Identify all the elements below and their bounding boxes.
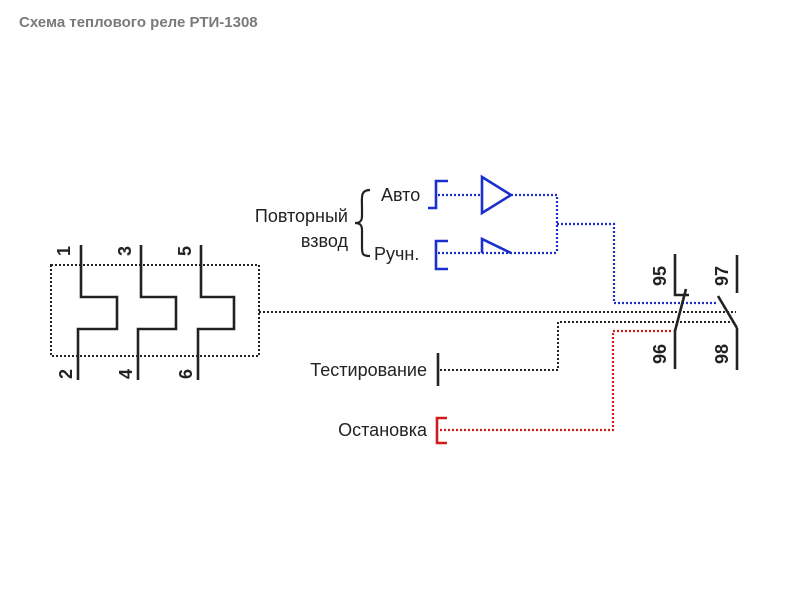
heater-path-3-4: [136, 245, 178, 380]
reset-manual-button[interactable]: [434, 239, 448, 271]
aux-contact-no: [716, 255, 739, 370]
diagram-title: Схема теплового реле РТИ-1308: [19, 14, 258, 31]
terminal-label-3: 3: [115, 246, 135, 256]
contact-label-97: 97: [712, 266, 732, 286]
terminal-label-6: 6: [176, 369, 196, 379]
auto-reset-triangle-icon: [480, 174, 514, 216]
stop-actuator-icon: [435, 416, 447, 445]
stop-link-line: [440, 329, 672, 432]
reset-label-line1: Повторный: [255, 206, 348, 226]
reset-brace-icon: [354, 188, 371, 258]
heater-path-1-2: [76, 245, 119, 380]
terminal-label-5: 5: [175, 246, 195, 256]
reset-link-line: [557, 222, 718, 305]
manual-reset-triangle-icon: [480, 236, 512, 255]
test-label: Тестирование: [310, 360, 427, 380]
manual-actuator-icon: [434, 239, 448, 271]
aux-contact-nc: [673, 254, 689, 369]
auto-output-line: [511, 193, 559, 253]
stop-button[interactable]: [435, 416, 447, 445]
contact-no-blade: [716, 295, 739, 329]
thermal-element-enclosure: [50, 264, 260, 357]
stop-label: Остановка: [338, 420, 428, 440]
contact-nc-blade: [673, 288, 688, 332]
test-link-line: [440, 321, 736, 371]
contact-label-96: 96: [650, 344, 670, 364]
auto-actuator-icon: [428, 179, 448, 210]
reset-auto-button[interactable]: [428, 179, 448, 210]
contact-label-95: 95: [650, 266, 670, 286]
heater-path-5-6: [196, 245, 236, 380]
contact-95-terminal: [673, 254, 689, 297]
terminal-label-4: 4: [116, 369, 136, 379]
contact-label-98: 98: [712, 344, 732, 364]
terminal-label-2: 2: [56, 369, 76, 379]
reset-auto-label: Авто: [381, 185, 420, 205]
reset-label-line2: взвод: [301, 231, 349, 251]
reset-manual-label: Ручн.: [374, 244, 419, 264]
terminal-label-1: 1: [54, 246, 74, 256]
